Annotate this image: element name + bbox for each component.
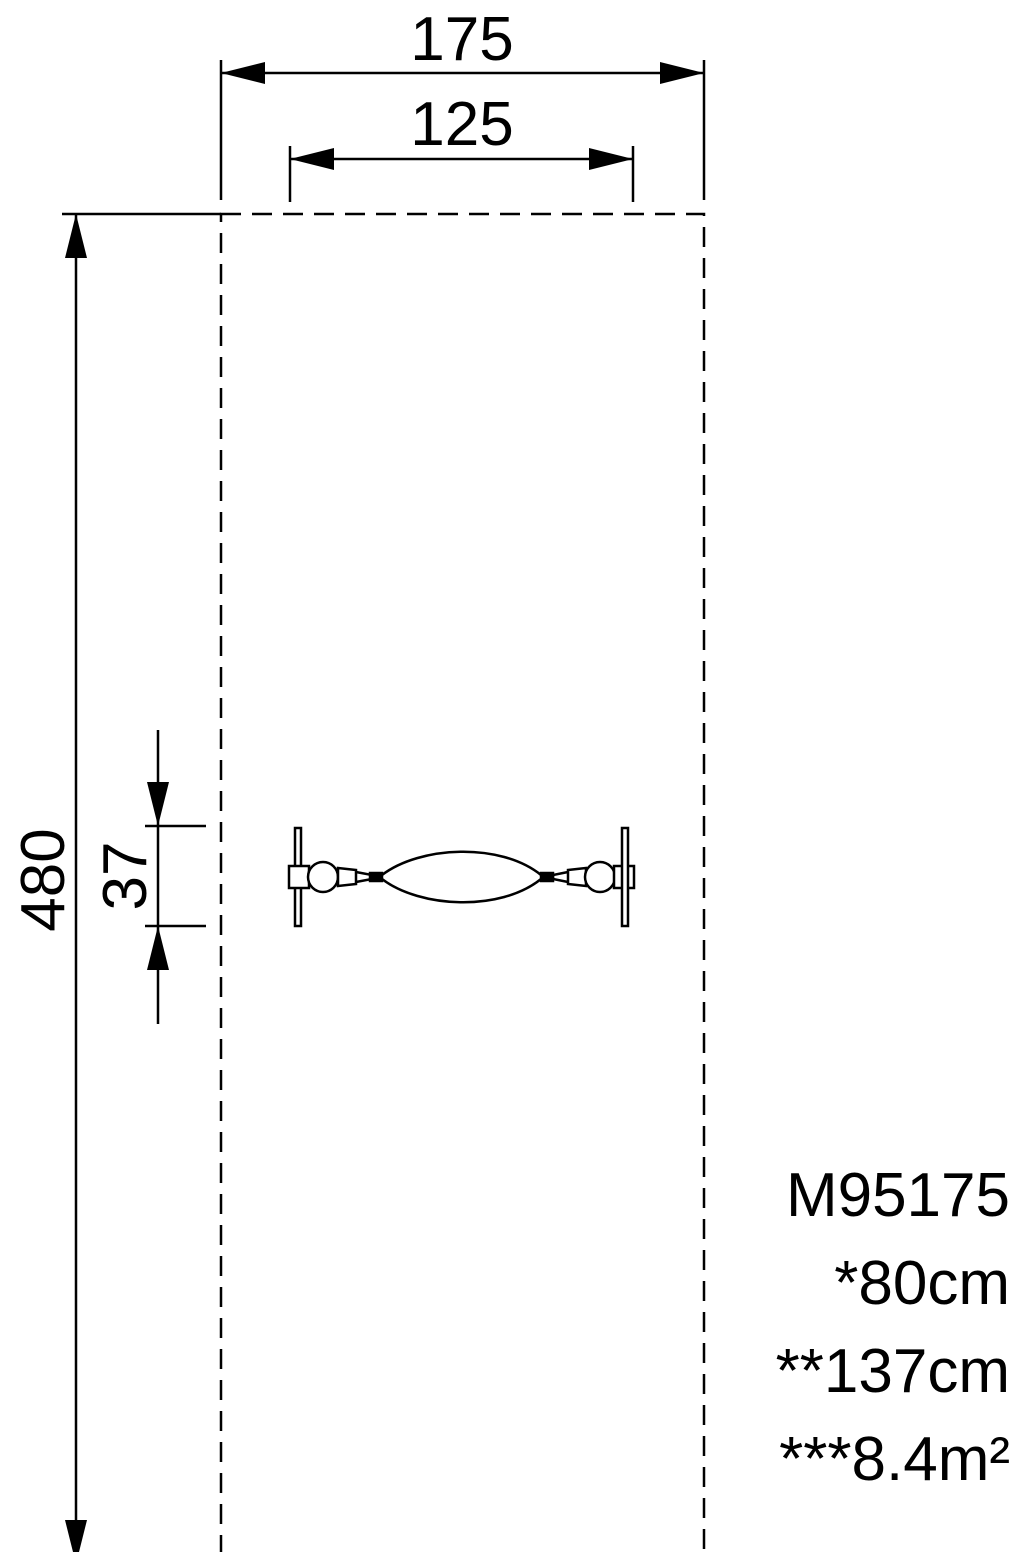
equipment-top-view	[287, 826, 636, 928]
spec-line-3: ***8.4m²	[779, 1425, 1010, 1494]
right-connector	[566, 866, 588, 888]
dimension-equipment-width: 125	[288, 90, 635, 202]
spec-block: M95175 *80cm **137cm ***8.4m²	[710, 1152, 1010, 1504]
right-post	[583, 860, 617, 894]
left-bracket	[287, 864, 311, 890]
left-connector	[336, 866, 358, 888]
overall-width-label: 175	[410, 5, 513, 74]
spec-line-1: *80cm	[834, 1249, 1010, 1318]
left-post	[306, 860, 340, 894]
upper-rope	[381, 850, 542, 876]
overall-length-label: 480	[9, 828, 78, 931]
lower-rope	[381, 878, 542, 904]
dimension-equipment-depth: 37	[91, 730, 206, 1024]
equipment-width-label: 125	[410, 90, 513, 159]
right-end-plate	[620, 826, 630, 928]
equipment-depth-label: 37	[91, 842, 160, 911]
spec-line-2: **137cm	[775, 1337, 1010, 1406]
dimension-overall-width: 175	[219, 5, 706, 200]
safety-zone-outline	[219, 212, 706, 1552]
model-number: M95175	[785, 1161, 1010, 1230]
dimension-overall-length: 480	[9, 212, 221, 1552]
